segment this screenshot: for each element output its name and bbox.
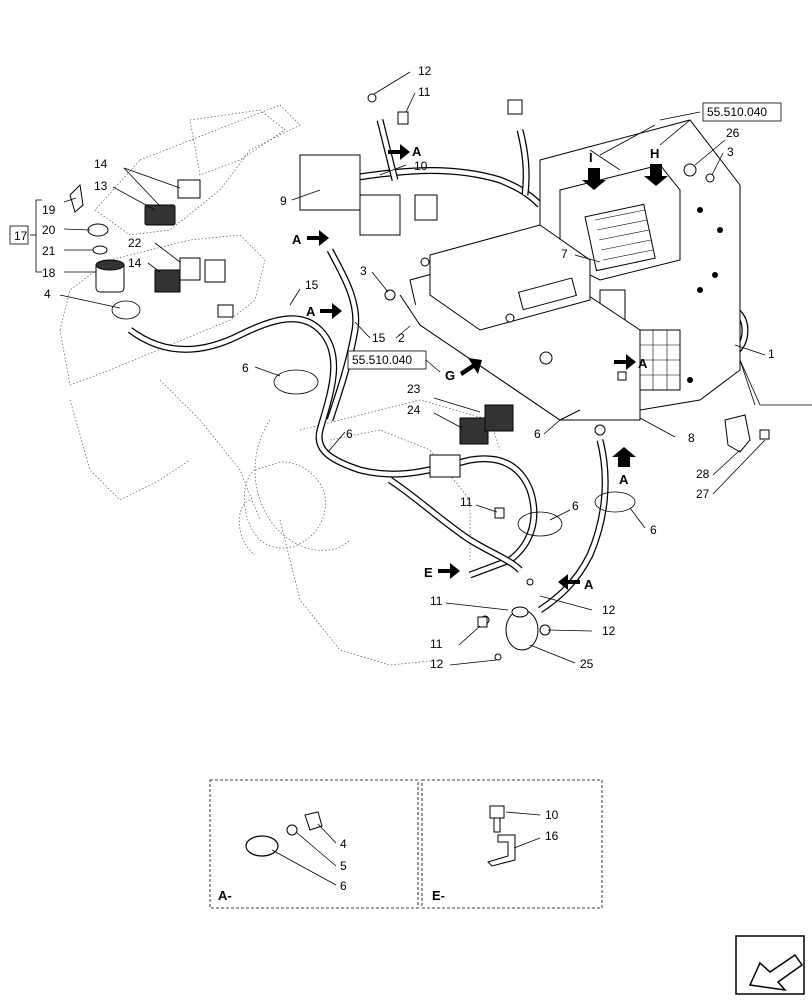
view-h: H bbox=[650, 146, 659, 161]
label-6-far: 6 bbox=[650, 523, 657, 537]
view-e: E bbox=[424, 565, 433, 580]
view-a-left: A bbox=[292, 232, 302, 247]
label-12-low: 12 bbox=[602, 624, 616, 638]
detail-e-label-10: 10 bbox=[545, 808, 559, 822]
label-26: 26 bbox=[726, 126, 740, 140]
arrow-a-panel bbox=[614, 354, 636, 370]
label-18: 18 bbox=[42, 266, 56, 280]
key-switch-assembly bbox=[69, 183, 125, 293]
label-9: 9 bbox=[280, 194, 287, 208]
label-14-mid: 14 bbox=[128, 256, 142, 270]
view-a-top: A bbox=[412, 144, 422, 159]
cable-ties bbox=[111, 300, 636, 537]
detail-e-label-16: 16 bbox=[545, 829, 559, 843]
label-28: 28 bbox=[696, 467, 710, 481]
detail-e-panel: 10 16 E- bbox=[421, 779, 603, 909]
detail-a-label-6: 6 bbox=[340, 879, 347, 893]
arrow-h bbox=[644, 164, 668, 186]
reference-boxes bbox=[347, 102, 782, 373]
view-g: G bbox=[445, 368, 455, 383]
group-17-bracket bbox=[9, 199, 42, 273]
label-23: 23 bbox=[407, 382, 421, 396]
label-25: 25 bbox=[580, 657, 594, 671]
harness-cables bbox=[127, 119, 749, 613]
arrow-i bbox=[582, 168, 606, 190]
label-15-mid: 15 bbox=[372, 331, 386, 345]
arrow-a-bottom bbox=[612, 447, 636, 467]
label-3-left: 3 bbox=[360, 264, 367, 278]
leader-lines bbox=[59, 71, 812, 666]
machine-outline bbox=[59, 104, 501, 666]
arrow-a-lower bbox=[558, 574, 580, 590]
label-6-mid: 6 bbox=[346, 427, 353, 441]
label-14-top: 14 bbox=[94, 157, 108, 171]
detail-e-title: E- bbox=[432, 888, 445, 903]
view-a-mid: A bbox=[306, 304, 316, 319]
ref-mid: 55.510.040 bbox=[352, 353, 412, 367]
label-11-mid: 11 bbox=[460, 495, 473, 509]
label-2: 2 bbox=[398, 331, 405, 345]
view-a-bottom: A bbox=[619, 472, 629, 487]
label-6-left: 6 bbox=[242, 361, 249, 375]
label-6-right: 6 bbox=[572, 499, 579, 513]
detail-a-label-4: 4 bbox=[340, 837, 347, 851]
part-number-labels: 12 11 10 9 14 13 22 14 19 20 21 18 17 4 … bbox=[14, 64, 775, 671]
label-4: 4 bbox=[44, 287, 51, 301]
label-13: 13 bbox=[94, 179, 108, 193]
label-11-top: 11 bbox=[418, 85, 431, 99]
label-12-top: 12 bbox=[418, 64, 432, 78]
label-20: 20 bbox=[42, 223, 56, 237]
view-arrows bbox=[307, 144, 668, 590]
label-27: 27 bbox=[696, 487, 710, 501]
label-11-bottom: 11 bbox=[430, 637, 443, 651]
switch-group-center bbox=[299, 154, 514, 478]
label-1: 1 bbox=[768, 347, 775, 361]
detail-a-panel: 4 5 6 A- bbox=[209, 779, 419, 909]
arrow-a-mid bbox=[320, 303, 342, 319]
label-3-right: 3 bbox=[727, 145, 734, 159]
label-11-low: 11 bbox=[430, 594, 443, 608]
label-22: 22 bbox=[128, 236, 142, 250]
label-7: 7 bbox=[561, 247, 568, 261]
view-a-lower: A bbox=[584, 577, 594, 592]
hardware-bits bbox=[367, 93, 770, 628]
next-page-icon[interactable] bbox=[735, 935, 805, 995]
view-a-panel: A bbox=[638, 356, 648, 371]
label-12-bottom: 12 bbox=[430, 657, 444, 671]
label-6-center: 6 bbox=[534, 427, 541, 441]
fuse-holder-group bbox=[480, 578, 551, 661]
view-i: I bbox=[589, 150, 593, 165]
label-19: 19 bbox=[42, 203, 56, 217]
detail-a-title: A- bbox=[218, 888, 232, 903]
label-24: 24 bbox=[407, 403, 421, 417]
label-15-top: 15 bbox=[305, 278, 319, 292]
label-21: 21 bbox=[42, 244, 56, 258]
label-8: 8 bbox=[688, 431, 695, 445]
arrow-a-top bbox=[388, 144, 410, 160]
label-10: 10 bbox=[414, 159, 428, 173]
label-12-mid: 12 bbox=[602, 603, 616, 617]
ref-top: 55.510.040 bbox=[707, 105, 767, 119]
view-letter-labels: A A A A A A E G H I bbox=[292, 144, 659, 592]
arrow-a-left bbox=[307, 230, 329, 246]
label-17: 17 bbox=[14, 229, 28, 243]
arrow-e bbox=[438, 563, 460, 579]
mounting-plate bbox=[399, 224, 641, 436]
arrow-g bbox=[460, 358, 482, 376]
switch-group-left bbox=[144, 179, 234, 318]
detail-a-label-5: 5 bbox=[340, 859, 347, 873]
